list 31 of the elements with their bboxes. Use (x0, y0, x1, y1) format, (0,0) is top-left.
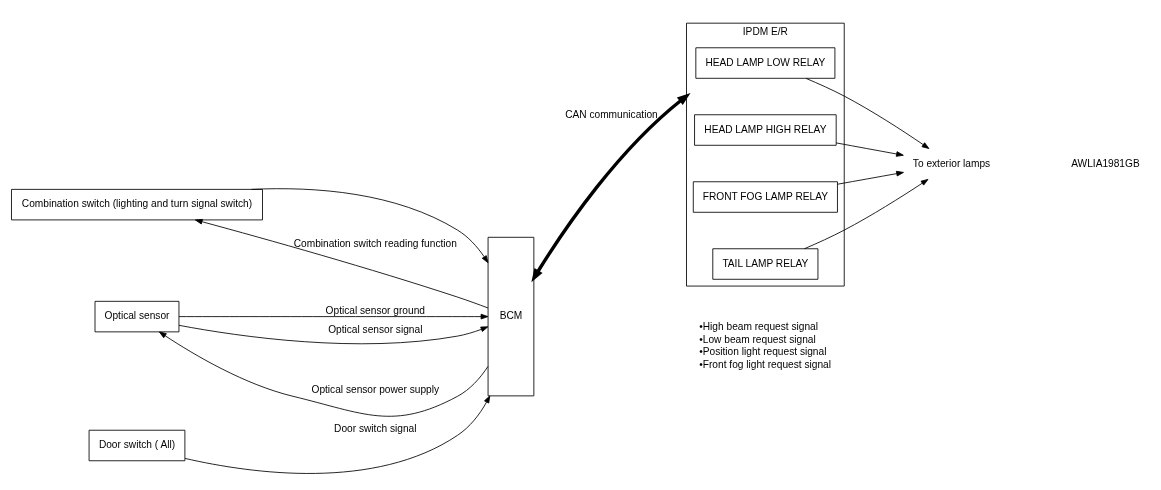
edge-label: Optical sensor ground (325, 304, 425, 316)
label: AWLIA1981GB (1071, 157, 1140, 169)
arrow (804, 178, 929, 250)
arrow (184, 395, 491, 474)
node-box: HEAD LAMP LOW RELAY (695, 47, 836, 79)
edge-label: Combination switch reading function (293, 237, 457, 249)
arrow (251, 188, 489, 264)
label: •Front fog light request signal (699, 358, 831, 370)
node-box: BCM (487, 236, 535, 397)
arrow (178, 324, 489, 345)
node-box: TAIL LAMP RELAY (712, 248, 819, 280)
edge-label: CAN communication (565, 108, 658, 120)
arrow (531, 92, 691, 283)
node-box: Optical sensor (94, 300, 180, 333)
node-box: HEAD LAMP HIGH RELAY (694, 114, 837, 146)
edge-label: Door switch signal (334, 423, 417, 435)
label: •High beam request signal (699, 320, 818, 332)
arrow (837, 170, 904, 185)
arrow (835, 142, 904, 157)
arrow (158, 331, 489, 417)
arrow (178, 313, 489, 320)
edge-label: Optical sensor power supply (311, 384, 440, 396)
node-box: Door switch ( All) (88, 429, 186, 462)
arrow (805, 78, 930, 149)
arrow (194, 218, 489, 309)
label: •Low beam request signal (699, 333, 816, 345)
node-box: FRONT FOG LAMP RELAY (692, 181, 838, 213)
node-box: Combination switch (lighting and turn signal switch) (11, 188, 263, 221)
edge-label: Optical sensor signal (328, 324, 423, 336)
node-text: To exterior lamps (912, 157, 991, 169)
label: •Position light request signal (699, 346, 827, 358)
